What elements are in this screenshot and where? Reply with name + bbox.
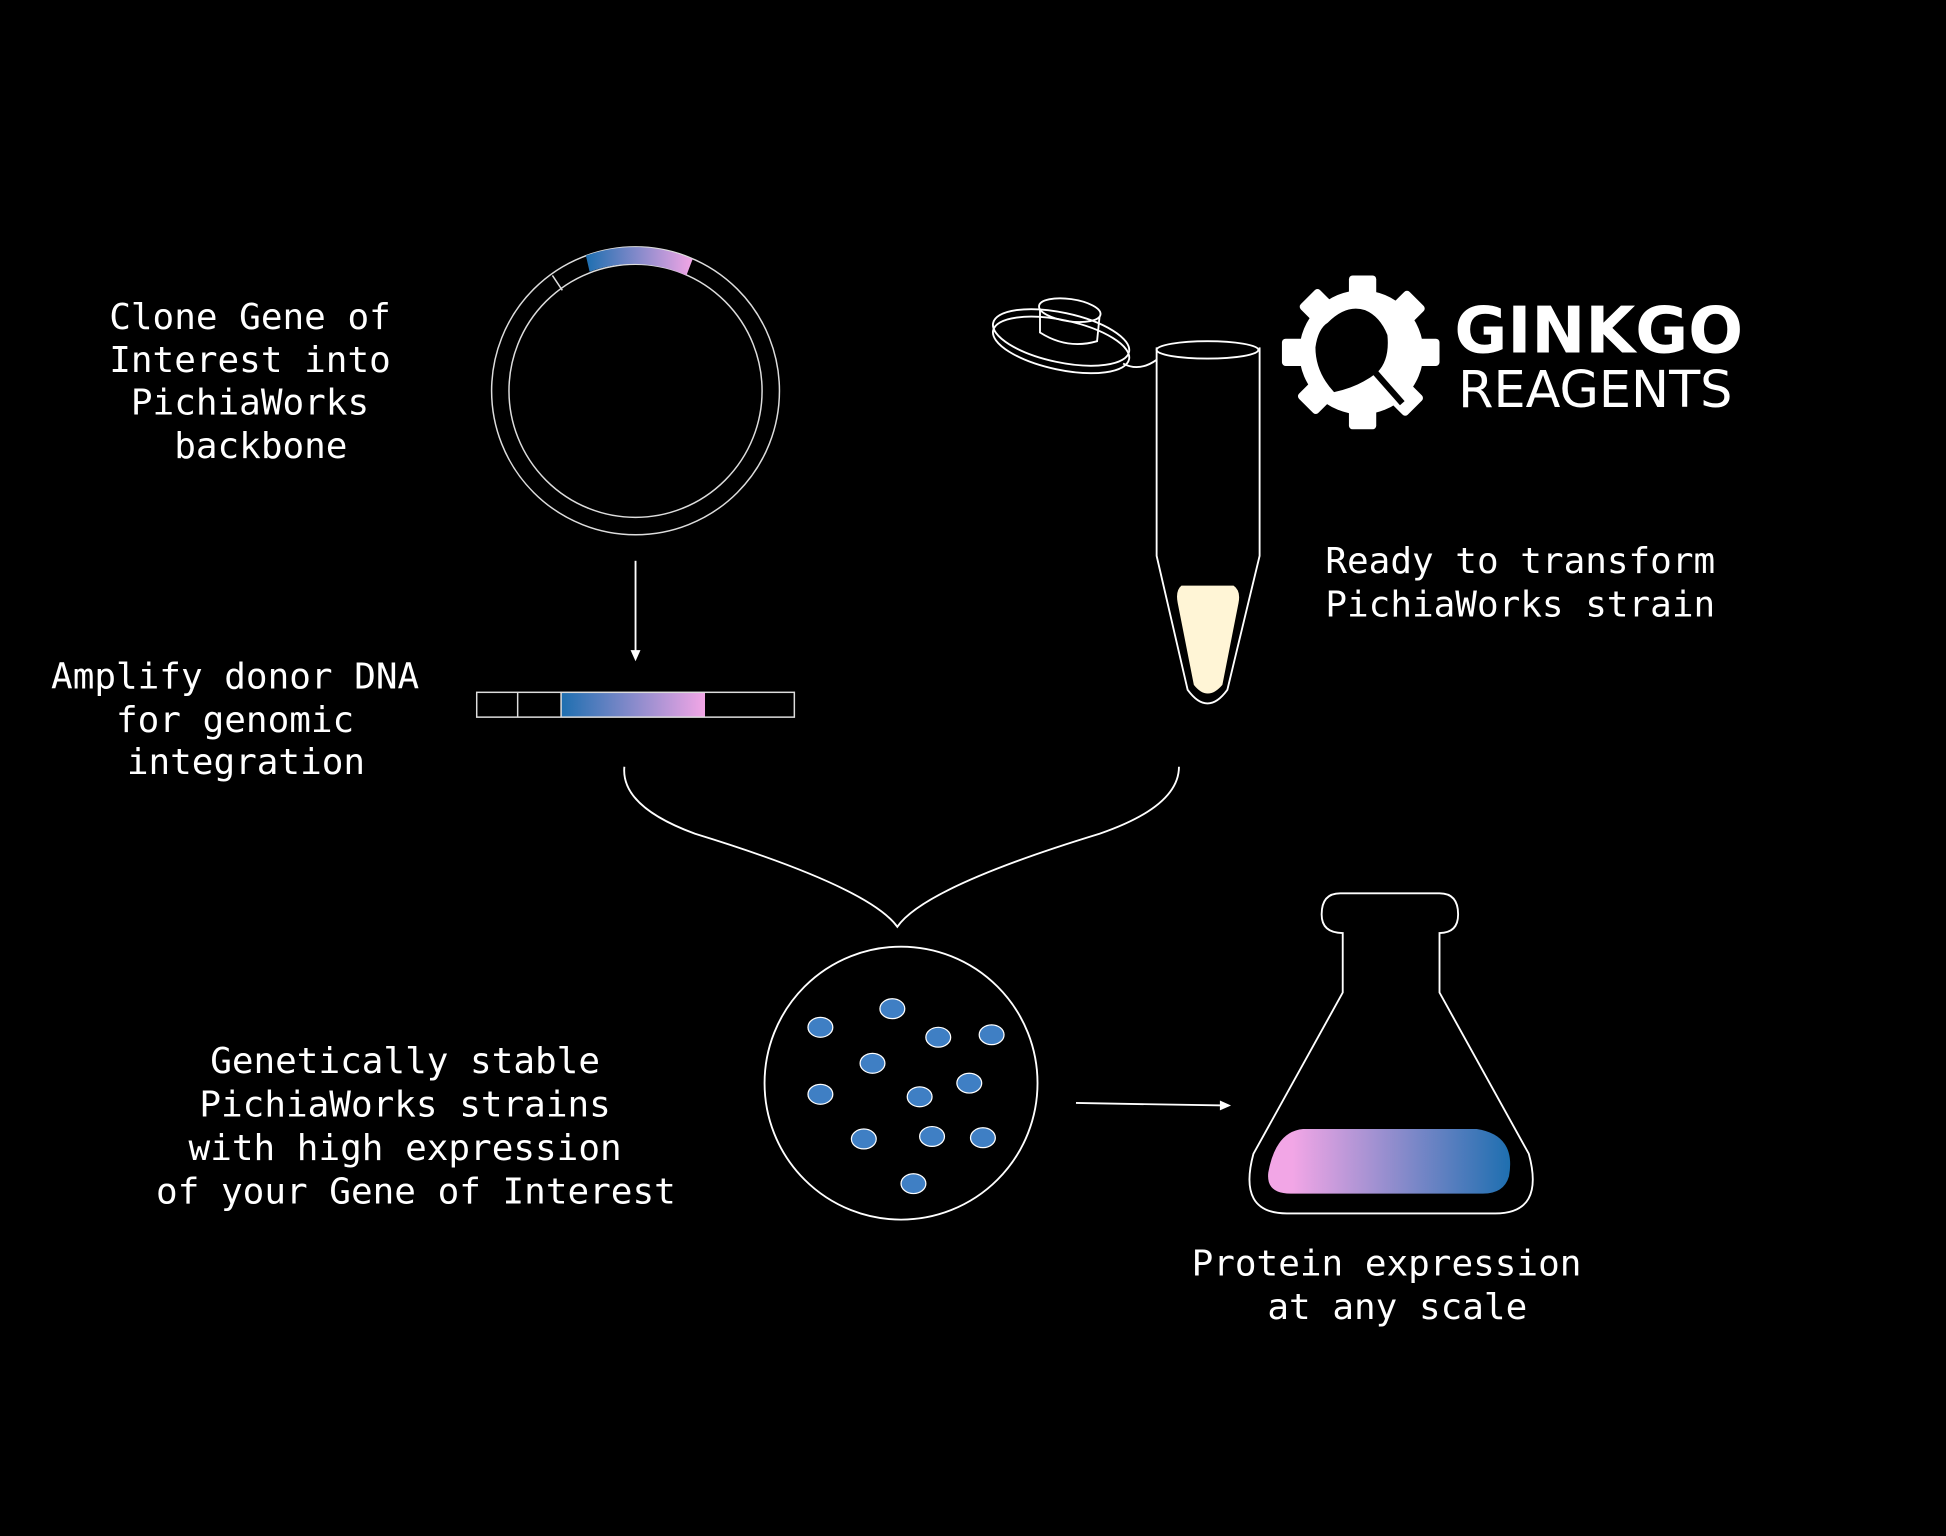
- donor-dna-icon: [475, 691, 796, 718]
- petri-dish-icon: [763, 945, 1039, 1221]
- logo-line2: REAGENTS: [1458, 360, 1732, 419]
- colony-dot: [900, 1173, 927, 1195]
- plasmid-icon: [490, 246, 781, 536]
- amplify-label: Amplify donor DNA for genomic integratio…: [51, 657, 441, 784]
- ginkgo-reagents-logo: GINKGO REAGENTS: [1281, 275, 1743, 430]
- colony-dot: [956, 1072, 983, 1094]
- colony-dot: [850, 1128, 877, 1150]
- microtube-icon: [992, 297, 1261, 705]
- colony-dot: [807, 1083, 834, 1105]
- clone-label: Clone Gene of Interest into PichiaWorks …: [109, 297, 412, 467]
- colony-dot: [879, 998, 906, 1020]
- colony-dot: [969, 1127, 996, 1149]
- merge-brace: [623, 766, 1180, 929]
- gear-ginkgo-leaf-icon: [1281, 275, 1440, 430]
- flask-icon: [1248, 892, 1534, 1215]
- colony-dot: [906, 1086, 933, 1108]
- colony-dot: [978, 1024, 1005, 1046]
- arrow-right-icon: [1075, 1100, 1232, 1111]
- stable-label: Genetically stable PichiaWorks strains w…: [156, 1041, 676, 1212]
- ready-label: Ready to transform PichiaWorks strain: [1325, 541, 1736, 625]
- colony-dot: [807, 1016, 834, 1038]
- logo-line1: GINKGO: [1454, 293, 1743, 368]
- protein-label: Protein expression at any scale: [1192, 1243, 1603, 1327]
- colony-dot: [925, 1026, 952, 1048]
- colony-dot: [919, 1125, 946, 1148]
- arrow-down-icon: [630, 560, 641, 662]
- colony-dot: [859, 1052, 886, 1074]
